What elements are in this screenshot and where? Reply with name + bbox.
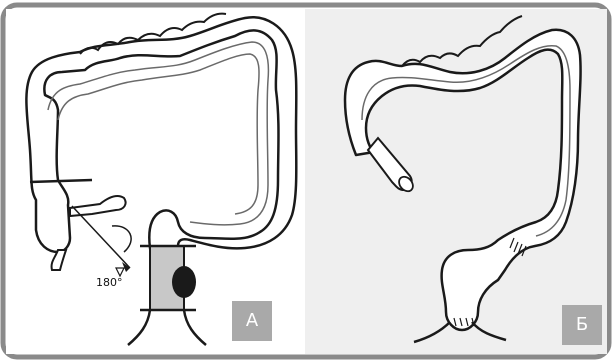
panel-label-a: А [232,301,272,341]
rotation-angle-label: 180° [96,276,123,289]
tumor-a [172,266,196,298]
panel-label-b: Б [562,305,602,345]
